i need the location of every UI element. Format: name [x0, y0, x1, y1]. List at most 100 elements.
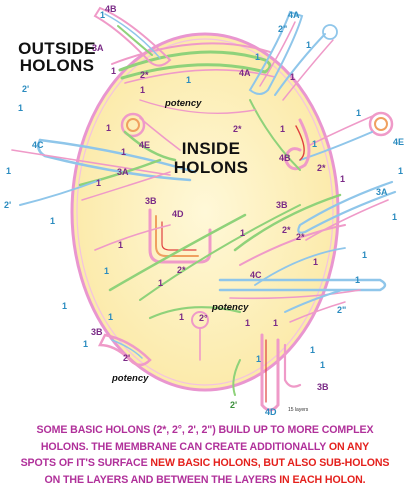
strand-one: 1: [18, 103, 24, 113]
holon-label: 2': [123, 353, 131, 363]
strand-one: 1: [50, 216, 56, 226]
caption-part: NEW BASIC HOLONS, BUT ALSO: [150, 457, 320, 469]
strand-one: 1: [290, 72, 296, 82]
strand-one: 1: [240, 228, 246, 238]
strand-one: 1: [312, 139, 318, 149]
holon-label: 4C: [250, 270, 262, 280]
strand-one: 1: [340, 174, 346, 184]
caption-part: ON ANY: [328, 440, 370, 453]
holon-label: 2': [230, 400, 238, 410]
holon-loop-4a-right: [248, 10, 304, 95]
holon-label: 3A: [117, 167, 129, 177]
holon-label: 2°: [199, 313, 208, 323]
strand-one: 1: [6, 166, 12, 176]
strand-one: 1: [256, 354, 262, 364]
holon-label: 4B: [105, 4, 117, 14]
holon-loop-2dd-top: [274, 24, 338, 101]
holon-knot-4e-right: [299, 111, 394, 161]
holon-loop-3a-left: [19, 158, 171, 206]
strand-one: 1: [140, 85, 146, 95]
holon-strand-mid: [139, 204, 301, 301]
strand-one: 1: [398, 166, 404, 176]
strand-one: 1: [273, 318, 279, 328]
holon-label: 2': [4, 200, 12, 210]
layers-note: 15 layers: [288, 407, 309, 413]
caption-part: SUB-HOLONS: [319, 457, 390, 469]
strand-one: 1: [306, 40, 312, 50]
holon-loop-2dd-bottom: [284, 289, 346, 323]
holon-label: 2*: [233, 124, 242, 134]
strand-one: 1: [280, 124, 286, 134]
holon-loop-3b-bottom-left: [97, 333, 152, 367]
holon-label: 3B: [317, 382, 329, 392]
holon-loop-4b-right: [249, 99, 311, 171]
strand-one: 1: [362, 250, 368, 260]
strand-one: 1: [245, 318, 251, 328]
strand-one: 1: [96, 178, 102, 188]
holon-label: 4C: [32, 140, 44, 150]
holon-diagram: OUTSIDE HOLONS INSIDE HOLONS potency pot…: [4, 4, 405, 417]
holon-label: 3A: [376, 187, 388, 197]
strand-one: 1: [62, 301, 68, 311]
holon-label: 2*: [317, 163, 326, 173]
caption-part: SPOTS OF IT'S SURFACE: [20, 457, 151, 469]
holon-strand-upper: [139, 99, 256, 115]
potency-label: potency: [212, 302, 249, 313]
cell-inner-membrane: [76, 38, 334, 386]
strand-one: 1: [100, 10, 106, 20]
holon-label: 2': [22, 84, 30, 94]
holon-loop-2deg: [148, 306, 242, 361]
potency-label: potency: [112, 373, 149, 384]
strand-one: 1: [83, 339, 89, 349]
holon-strand-mid-b: [94, 224, 171, 251]
holon-label: 3A: [92, 43, 104, 53]
holon-label: 2*: [282, 225, 291, 235]
holon-label: 2*: [140, 70, 149, 80]
holon-label: 4B: [279, 153, 291, 163]
holon-label: 4A: [288, 10, 300, 20]
caption-part: ON THE LAYERS AND BETWEEN THE LAYERS: [44, 473, 280, 486]
holon-label: 4E: [393, 137, 405, 147]
inside-title-line1: INSIDE: [181, 139, 241, 158]
strand-one: 1: [186, 75, 192, 85]
holon-loop-4d: [108, 208, 247, 292]
holon-label: 3B: [91, 327, 103, 337]
holon-loop-4c-lower: [218, 278, 387, 300]
holon-loop-3a-right: [297, 180, 397, 241]
outside-title-line2: HOLONS: [19, 56, 95, 75]
strand-one: 1: [108, 312, 114, 322]
strand-one: 1: [111, 66, 117, 76]
caption-part: IN EACH HOLON.: [279, 473, 366, 486]
strand-one: 1: [313, 257, 319, 267]
potency-label: potency: [165, 98, 202, 109]
holon-label: 2": [337, 305, 347, 315]
caption-part: SOME BASIC HOLONS (2*, 2°, 2', 2") BUILD…: [36, 424, 374, 436]
strand-one: 1: [320, 360, 326, 370]
holon-label: 4D: [265, 407, 277, 417]
holon-diagram-svg: [11, 6, 397, 412]
strand-one: 1: [179, 312, 185, 322]
holon-loop-4d-bottom: [232, 333, 302, 412]
strand-one: 1: [158, 278, 164, 288]
holon-label: 3B: [145, 196, 157, 206]
holon-loop-4b: [93, 6, 172, 67]
outside-holons-title: OUTSIDE HOLONS: [14, 40, 100, 74]
holon-label: 2*: [296, 232, 305, 242]
outside-title-line1: OUTSIDE: [18, 39, 96, 58]
caption: SOME BASIC HOLONS (2*, 2°, 2', 2") BUILD…: [0, 422, 410, 488]
strand-one: 1: [255, 52, 261, 62]
strand-one: 1: [121, 147, 127, 157]
holon-label: 4A: [239, 68, 251, 78]
inside-title-line2: HOLONS: [173, 158, 249, 177]
strand-one: 1: [356, 108, 362, 118]
strand-one: 1: [104, 266, 110, 276]
holon-label: 3B: [276, 200, 288, 210]
inside-holons-title: INSIDE HOLONS: [170, 139, 252, 177]
strand-one: 1: [392, 212, 398, 222]
holon-knot-4e-left: [120, 112, 181, 162]
strand-one: 1: [118, 240, 124, 250]
holon-label: 4E: [139, 140, 151, 150]
holon-label: 2*: [177, 265, 186, 275]
holon-label: 2": [278, 24, 288, 34]
holon-label: 4D: [172, 209, 184, 219]
